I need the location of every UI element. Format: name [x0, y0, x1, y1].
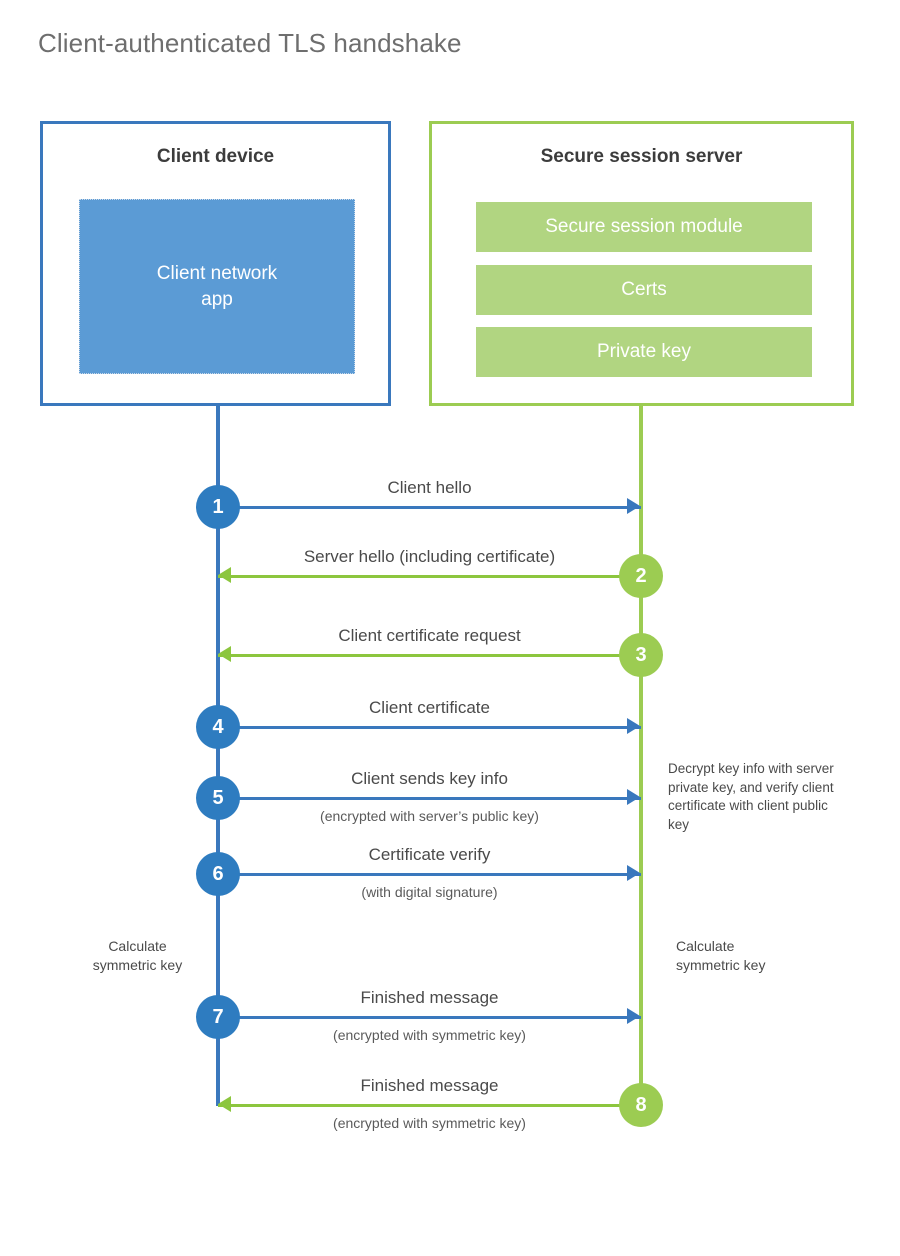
server-component-private-key: Private key — [476, 327, 812, 377]
step-circle-8[interactable]: 8 — [619, 1083, 663, 1127]
message-label-7: Finished message — [360, 988, 499, 1007]
server-component-secure-session-module: Secure session module — [476, 202, 812, 252]
note-decrypt-key-info: Decrypt key info with server private key… — [668, 761, 834, 832]
message-sublabel-7: (encrypted with symmetric key) — [333, 1027, 526, 1043]
arrow-head-8-icon — [218, 1096, 231, 1112]
step-circle-7[interactable]: 7 — [196, 995, 240, 1039]
step-circle-5[interactable]: 5 — [196, 776, 240, 820]
message-label-6: Certificate verify — [368, 845, 491, 864]
arrow-head-1-icon — [627, 498, 640, 514]
secure-session-server-box: Secure session server Secure session mod… — [429, 121, 854, 406]
step-circle-2[interactable]: 2 — [619, 554, 663, 598]
message-label-1: Client hello — [387, 478, 472, 497]
message-line-7 — [218, 1016, 641, 1019]
client-lifeline — [216, 406, 220, 1106]
message-sublabel-8: (encrypted with symmetric key) — [333, 1115, 526, 1131]
step-circle-4[interactable]: 4 — [196, 705, 240, 749]
step-circle-3[interactable]: 3 — [619, 633, 663, 677]
message-label-4: Client certificate — [369, 698, 490, 717]
page-title: Client-authenticated TLS handshake — [38, 28, 462, 58]
message-line-2 — [218, 575, 641, 578]
message-label-5: Client sends key info — [351, 769, 508, 788]
server-component-certs: Certs — [476, 265, 812, 315]
step-circle-1[interactable]: 1 — [196, 485, 240, 529]
message-line-4 — [218, 726, 641, 729]
message-line-5 — [218, 797, 641, 800]
arrow-head-4-icon — [627, 718, 640, 734]
message-label-2: Server hello (including certificate) — [303, 547, 556, 566]
arrow-head-2-icon — [218, 567, 231, 583]
message-line-8 — [218, 1104, 641, 1107]
message-label-8: Finished message — [360, 1076, 499, 1095]
message-label-3: Client certificate request — [338, 626, 521, 645]
arrow-head-5-icon — [627, 789, 640, 805]
client-device-title: Client device — [156, 146, 275, 167]
message-sublabel-6: (with digital signature) — [361, 884, 498, 900]
arrow-head-6-icon — [627, 865, 640, 881]
message-sublabel-5: (encrypted with server’s public key) — [320, 808, 539, 824]
arrow-head-3-icon — [218, 646, 231, 662]
message-line-1 — [218, 506, 641, 509]
message-line-3 — [218, 654, 641, 657]
message-line-6 — [218, 873, 641, 876]
server-lifeline — [639, 406, 643, 1106]
arrow-head-7-icon — [627, 1008, 640, 1024]
step-circle-6[interactable]: 6 — [196, 852, 240, 896]
secure-session-server-title: Secure session server — [540, 146, 743, 167]
